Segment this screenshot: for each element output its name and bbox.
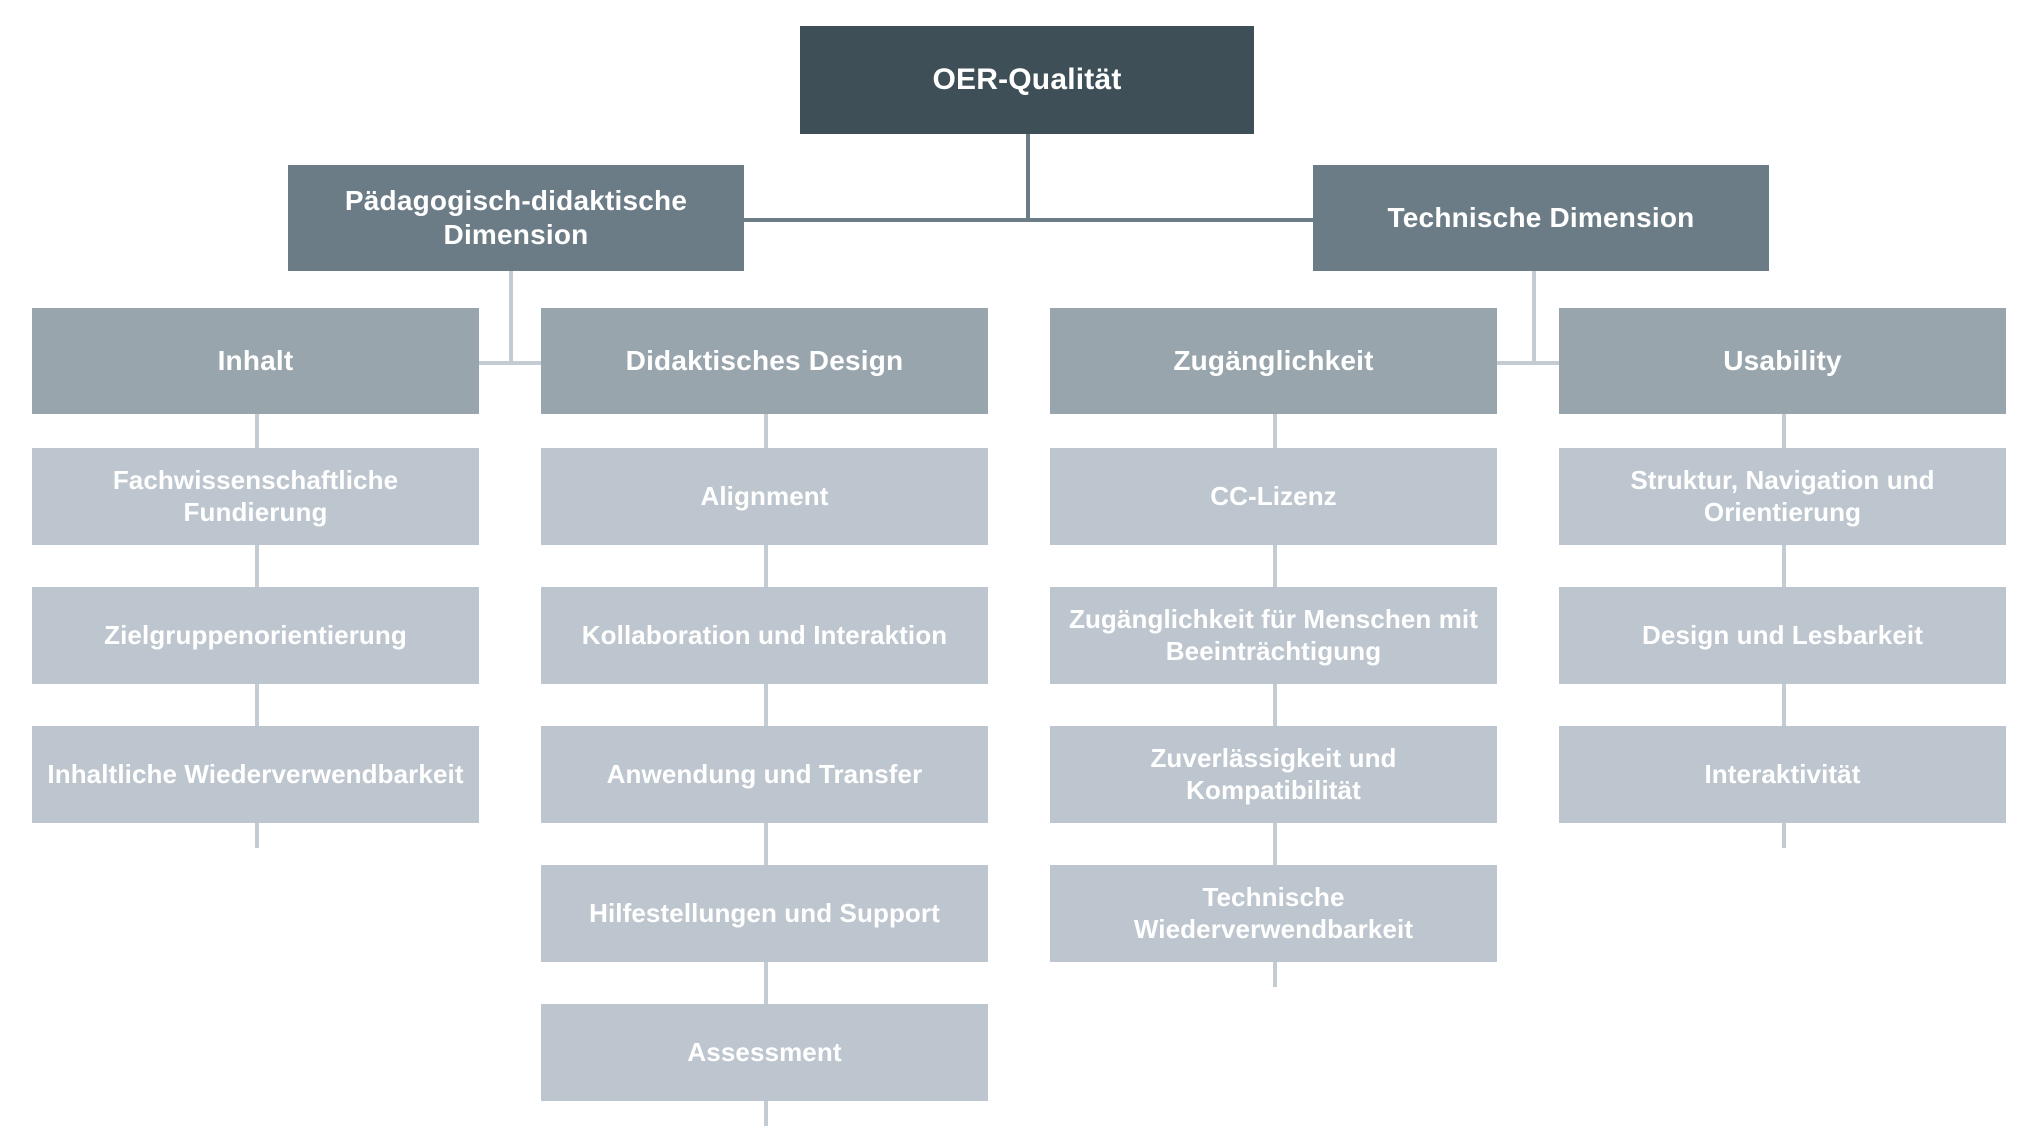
node-root-oer-qualitaet[interactable]: OER-Qualität: [800, 26, 1254, 134]
node-label: Inhaltliche Wiederverwendbarkeit: [47, 758, 464, 789]
node-criterion-alignment[interactable]: Alignment: [541, 448, 988, 545]
node-label: Zugänglichkeit für Menschen mit Beeinträ…: [1068, 603, 1479, 666]
node-label: Interaktivität: [1704, 758, 1861, 789]
node-criterion-kollaboration-und-interaktion[interactable]: Kollaboration und Interaktion: [541, 587, 988, 684]
connector-right-dimension-stem: [1532, 271, 1536, 363]
node-label: Zielgruppenorientierung: [104, 619, 407, 650]
node-criterion-assessment[interactable]: Assessment: [541, 1004, 988, 1101]
node-label: Alignment: [700, 480, 829, 511]
node-label: Technische Dimension: [1387, 201, 1695, 233]
node-dimension-paedagogisch-didaktisch[interactable]: Pädagogisch-didaktische Dimension: [288, 165, 744, 271]
node-criterion-interaktivitaet[interactable]: Interaktivität: [1559, 726, 2006, 823]
node-criterion-inhaltliche-wiederverwendbarkeit[interactable]: Inhaltliche Wiederverwendbarkeit: [32, 726, 479, 823]
node-label: Zugänglichkeit: [1173, 344, 1374, 376]
node-criterion-zielgruppenorientierung[interactable]: Zielgruppenorientierung: [32, 587, 479, 684]
node-category-inhalt[interactable]: Inhalt: [32, 308, 479, 414]
node-label: Pädagogisch-didaktische Dimension: [344, 184, 688, 250]
node-criterion-struktur-navigation-und-orientierung[interactable]: Struktur, Navigation und Orientierung: [1559, 448, 2006, 545]
connector-left-category-bus: [441, 361, 577, 365]
connector-right-category-bus: [1464, 361, 1600, 365]
node-criterion-fachwissenschaftliche-fundierung[interactable]: Fachwissenschaftliche Fundierung: [32, 448, 479, 545]
connector-spine-zugaenglichkeit: [1273, 410, 1277, 987]
node-criterion-anwendung-und-transfer[interactable]: Anwendung und Transfer: [541, 726, 988, 823]
node-label: Fachwissenschaftliche Fundierung: [112, 464, 399, 527]
node-label: Assessment: [687, 1036, 842, 1067]
node-label: OER-Qualität: [932, 62, 1122, 96]
node-label: Hilfestellungen und Support: [589, 897, 940, 928]
connector-root-stem: [1026, 134, 1030, 220]
node-category-usability[interactable]: Usability: [1559, 308, 2006, 414]
connector-dimension-bus: [738, 218, 1318, 222]
node-label: Technische Wiederverwendbarkeit: [1133, 881, 1414, 944]
node-label: Anwendung und Transfer: [606, 758, 923, 789]
node-label: Usability: [1723, 344, 1842, 376]
node-label: Kollaboration und Interaktion: [581, 619, 948, 650]
node-criterion-technische-wiederverwendbarkeit[interactable]: Technische Wiederverwendbarkeit: [1050, 865, 1497, 962]
node-criterion-design-und-lesbarkeit[interactable]: Design und Lesbarkeit: [1559, 587, 2006, 684]
node-criterion-zuverlaessigkeit-und-kompatibilitaet[interactable]: Zuverlässigkeit und Kompatibilität: [1050, 726, 1497, 823]
node-label: Design und Lesbarkeit: [1642, 619, 1923, 650]
node-criterion-zugaenglichkeit-fuer-menschen-mit-beeintraechtigung[interactable]: Zugänglichkeit für Menschen mit Beeinträ…: [1050, 587, 1497, 684]
node-criterion-hilfestellungen-und-support[interactable]: Hilfestellungen und Support: [541, 865, 988, 962]
node-label: Zuverlässigkeit und Kompatibilität: [1150, 742, 1397, 805]
node-label: CC-Lizenz: [1210, 480, 1337, 511]
node-dimension-technisch[interactable]: Technische Dimension: [1313, 165, 1769, 271]
connector-left-dimension-stem: [509, 271, 513, 363]
node-criterion-cc-lizenz[interactable]: CC-Lizenz: [1050, 448, 1497, 545]
node-category-didaktisches-design[interactable]: Didaktisches Design: [541, 308, 988, 414]
node-label: Struktur, Navigation und Orientierung: [1630, 464, 1935, 527]
node-label: Didaktisches Design: [625, 344, 904, 376]
node-label: Inhalt: [217, 344, 294, 376]
node-category-zugaenglichkeit[interactable]: Zugänglichkeit: [1050, 308, 1497, 414]
